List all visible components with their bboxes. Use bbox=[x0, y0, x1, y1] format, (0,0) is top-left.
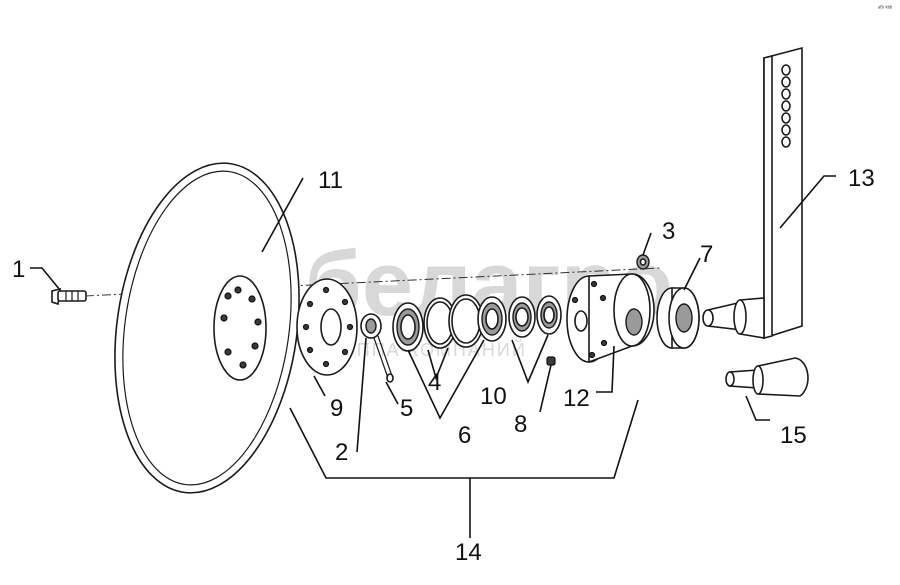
callout-10: 10 bbox=[480, 383, 507, 410]
callout-15: 15 bbox=[780, 422, 807, 449]
callout-5: 5 bbox=[400, 395, 413, 422]
nut-part bbox=[360, 313, 382, 339]
callout-1: 1 bbox=[12, 256, 25, 283]
small-nut-part bbox=[636, 254, 650, 270]
callout-14: 14 bbox=[455, 539, 482, 566]
callout-11: 11 bbox=[318, 167, 343, 194]
bolt-part bbox=[51, 287, 87, 306]
callout-labels: 1 2 3 4 5 6 7 8 9 10 11 12 13 14 15 bbox=[12, 165, 875, 566]
flange-plate-part bbox=[296, 278, 358, 376]
spacer-ring-2 bbox=[536, 295, 562, 335]
spacer-ring-1 bbox=[508, 296, 536, 338]
corner-note: ᵃᶠᵇ ᵏᵇᵇ bbox=[878, 5, 893, 12]
callout-13: 13 bbox=[848, 165, 875, 192]
grease-nipple-part bbox=[546, 356, 556, 366]
bearing-ring-2 bbox=[477, 296, 507, 342]
callout-3: 3 bbox=[662, 218, 675, 245]
assembly-axis-line bbox=[84, 267, 661, 297]
callout-2: 2 bbox=[335, 439, 348, 466]
callout-7: 7 bbox=[700, 241, 713, 268]
cotter-pin-part bbox=[373, 335, 394, 383]
leader-lines bbox=[30, 175, 836, 538]
callout-4: 4 bbox=[428, 369, 441, 396]
callout-6: 6 bbox=[458, 422, 471, 449]
bushing-part bbox=[656, 287, 700, 349]
axle-stub-part bbox=[725, 357, 809, 397]
arm-part bbox=[702, 46, 803, 340]
disc-part bbox=[114, 162, 300, 494]
bearing-ring-1 bbox=[392, 302, 424, 352]
callout-9: 9 bbox=[330, 395, 343, 422]
hub-part bbox=[566, 273, 655, 364]
callout-12: 12 bbox=[563, 385, 590, 412]
callout-8: 8 bbox=[514, 411, 527, 438]
